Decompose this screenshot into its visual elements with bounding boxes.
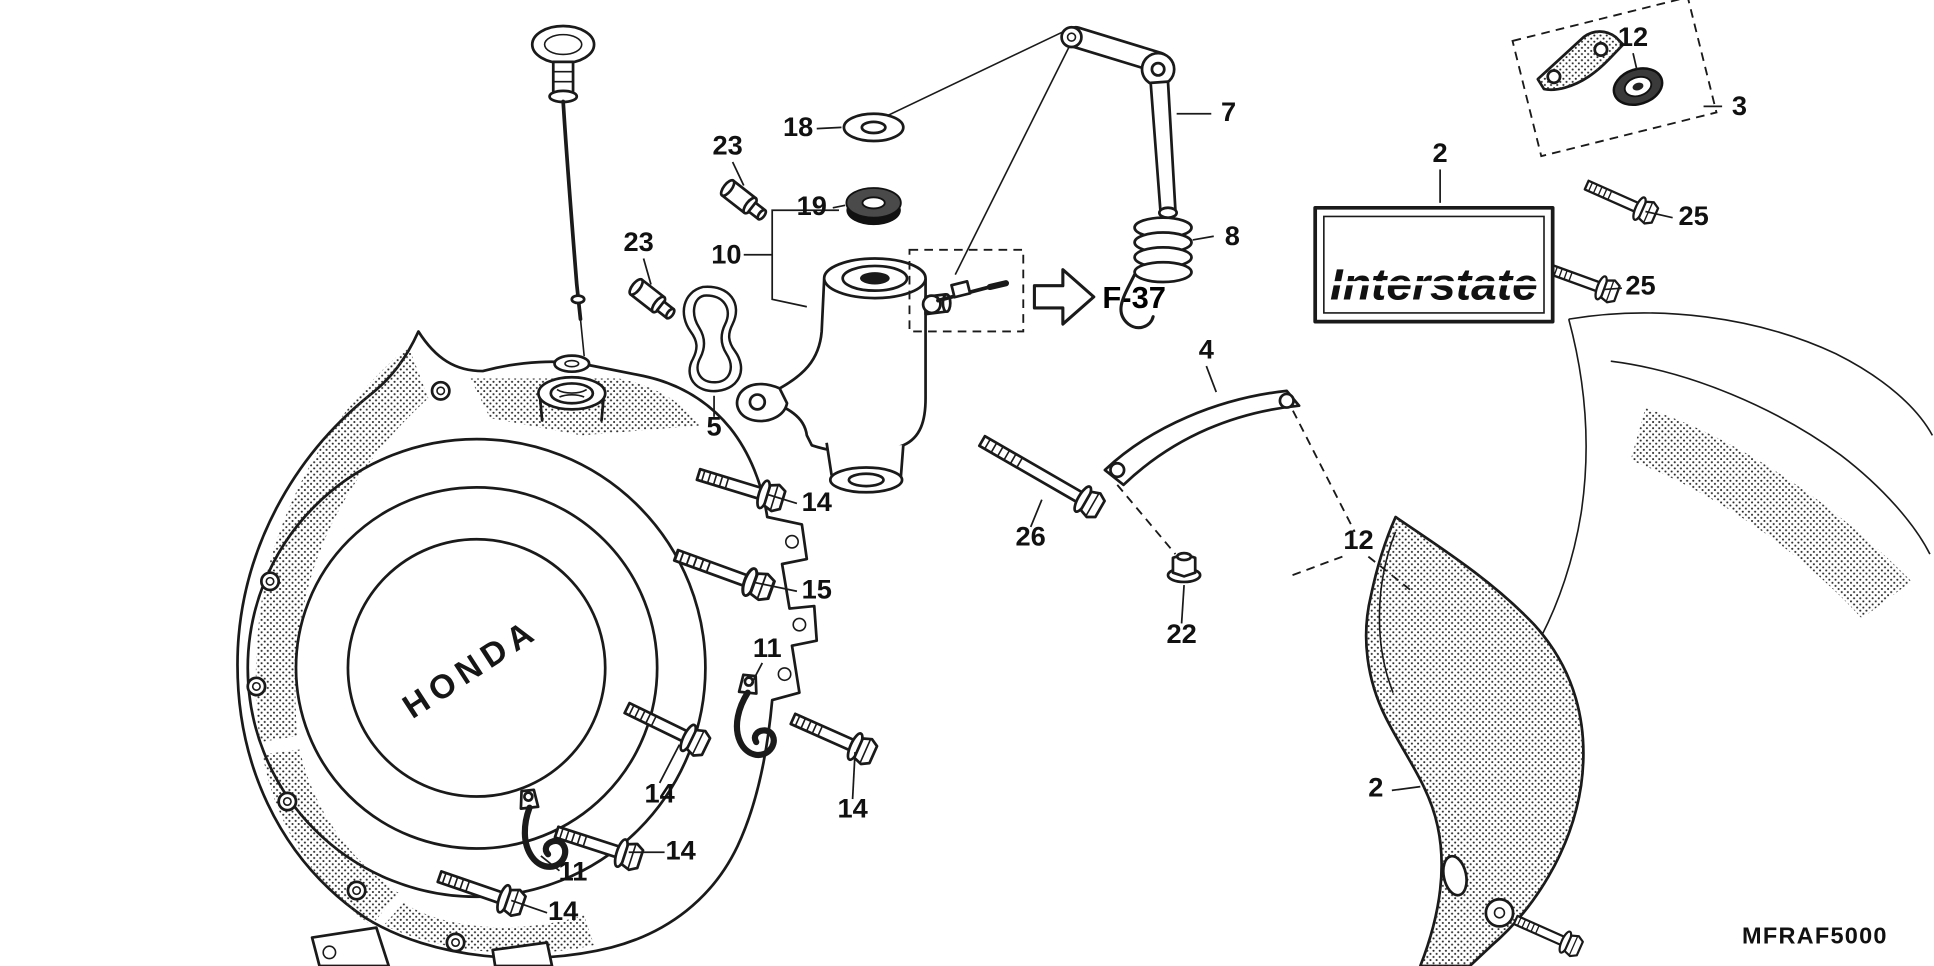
- washer-18: [842, 112, 905, 143]
- part-callout-26: 26: [1016, 520, 1046, 551]
- part-callout-14: 14: [802, 486, 832, 517]
- return-spring-8: [1119, 216, 1193, 330]
- side-cover-2: [1364, 515, 1585, 966]
- cover-shading-upper: [255, 346, 429, 743]
- oil-filler-neck: [537, 375, 607, 422]
- part-callout-14: 14: [837, 793, 867, 824]
- bolt-14-3: [785, 704, 881, 769]
- bolt-25-a: [1580, 172, 1661, 228]
- part-callout-15: 15: [802, 574, 832, 605]
- cover-stay-4: [1103, 389, 1356, 555]
- flange-nut-22: [1166, 551, 1202, 584]
- dipstick-o-ring: [553, 354, 591, 374]
- part-callout-25: 25: [1625, 269, 1655, 300]
- part-callout-2: 2: [1433, 137, 1448, 168]
- part-callout-12: 12: [1343, 524, 1373, 555]
- lifter-nut-19: [845, 187, 902, 226]
- oil-dipstick: [530, 24, 596, 374]
- interstate-emblem: Interstate: [1313, 205, 1555, 324]
- clutch-lever-7: [1060, 25, 1179, 220]
- part-callout-11: 11: [753, 632, 782, 663]
- part-callout-23: 23: [713, 130, 743, 161]
- part-callout-5: 5: [706, 410, 721, 441]
- detail-reference: F-37: [908, 248, 1166, 333]
- part-callout-4: 4: [1199, 334, 1214, 365]
- part-callout-10: 10: [711, 238, 741, 269]
- part-callout-18: 18: [783, 111, 813, 142]
- alignment-lines: [885, 26, 1078, 275]
- bracket-3-detail: [1511, 0, 1718, 158]
- part-callout-22: 22: [1166, 618, 1196, 649]
- part-callouts: 23 18 19 10 23 5 7 8 12 3 2 25 25 4 26 14 15 11 12 22 14 14 14…: [548, 21, 1747, 926]
- bolt-side-cover: [1509, 908, 1586, 961]
- part-callout-14: 14: [645, 778, 675, 809]
- part-callout-8: 8: [1225, 220, 1240, 251]
- cover-foot: [310, 926, 391, 966]
- right-arrow-icon: [1032, 268, 1096, 326]
- part-callout-3: 3: [1732, 90, 1747, 121]
- part-callout-2: 2: [1368, 772, 1383, 803]
- pin-23-b: [625, 275, 680, 324]
- part-callout-11: 11: [559, 856, 588, 887]
- part-callout-7: 7: [1221, 96, 1236, 127]
- grommet-12: [1612, 67, 1664, 106]
- body-cowl-outline: [1538, 312, 1934, 642]
- dashed-leader-lines: [1288, 555, 1411, 591]
- part-callout-12: 12: [1618, 21, 1648, 52]
- part-callout-14: 14: [666, 835, 696, 866]
- diagram-code: MFRAF5000: [1742, 923, 1888, 949]
- cover-shading-left: [262, 749, 399, 926]
- f37-reference-label: F-37: [1102, 280, 1166, 315]
- cover-bolt-bosses: [246, 380, 807, 953]
- part-callout-14: 14: [548, 895, 578, 926]
- clutch-cover: HONDA: [236, 330, 819, 966]
- cover-shading-bottom: [383, 902, 595, 954]
- screw-boss: [1484, 897, 1515, 928]
- leader-lines: [510, 52, 1723, 914]
- part-callout-23: 23: [623, 226, 653, 257]
- part-callout-19: 19: [797, 190, 827, 221]
- part-callout-25: 25: [1679, 200, 1709, 231]
- gasket-5: [682, 285, 743, 393]
- clutch-lifter-assembly: [735, 257, 952, 494]
- cover-foot: [491, 941, 554, 966]
- joint-piece: [921, 279, 1010, 315]
- bolt-26: [973, 427, 1109, 523]
